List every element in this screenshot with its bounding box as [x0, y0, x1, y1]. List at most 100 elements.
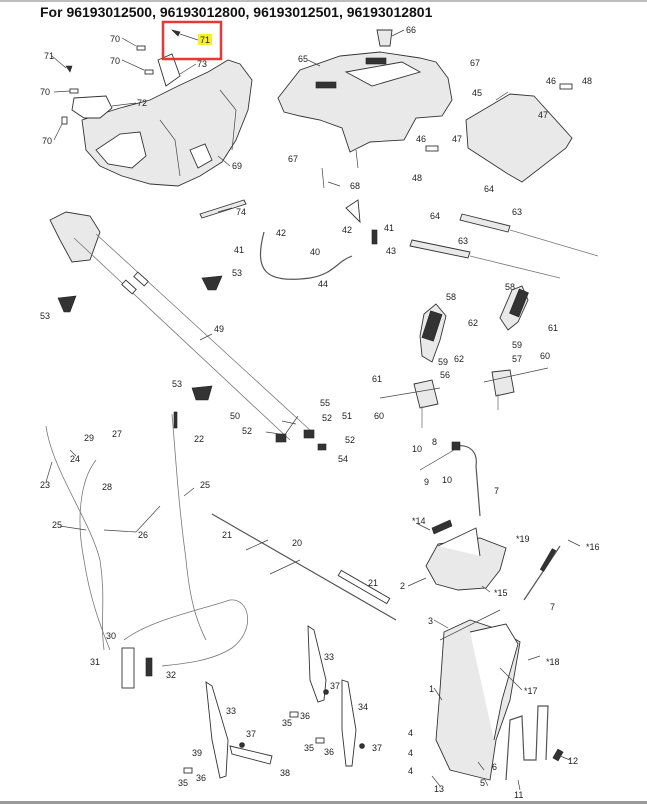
label-53[interactable]: 53: [172, 379, 182, 389]
label-58[interactable]: 58: [505, 282, 515, 292]
part-49-control-rod[interactable]: [49, 211, 311, 441]
label-70[interactable]: 70: [110, 56, 120, 66]
label-57[interactable]: 57: [512, 354, 522, 364]
label-46[interactable]: 46: [416, 134, 426, 144]
part-23-cable[interactable]: [45, 425, 105, 651]
part-45-cover[interactable]: [465, 93, 573, 183]
part-42-43-spring[interactable]: [345, 199, 378, 245]
label-60[interactable]: 60: [374, 411, 384, 421]
label-62[interactable]: 62: [468, 318, 478, 328]
part-38-bar[interactable]: [229, 745, 273, 765]
part-71-clip-highlighted[interactable]: [171, 29, 199, 41]
label-33[interactable]: 33: [226, 706, 236, 716]
label-66[interactable]: 66: [406, 25, 416, 35]
label-1[interactable]: 1: [429, 684, 434, 694]
label-21[interactable]: 21: [222, 530, 232, 540]
label-20[interactable]: 20: [292, 538, 302, 548]
label-6[interactable]: 6: [492, 762, 497, 772]
label-52[interactable]: 52: [322, 413, 332, 423]
part-57-lever-base[interactable]: [483, 367, 549, 410]
part-65-dash-housing[interactable]: [277, 51, 453, 153]
label-55[interactable]: 55: [320, 398, 330, 408]
label-71-highlighted[interactable]: 71: [200, 35, 210, 45]
label-12[interactable]: 12: [568, 756, 578, 766]
part-24-cable[interactable]: [79, 459, 111, 651]
label-35[interactable]: 35: [282, 718, 292, 728]
label-47[interactable]: 47: [538, 110, 548, 120]
part-33-bracket-right[interactable]: [307, 625, 327, 703]
label-40[interactable]: 40: [310, 247, 320, 257]
label-30[interactable]: 30: [106, 631, 116, 641]
label-2[interactable]: 2: [400, 581, 405, 591]
label-37[interactable]: 37: [246, 729, 256, 739]
part-53-brackets[interactable]: [57, 275, 223, 401]
label-36[interactable]: 36: [324, 747, 334, 757]
label-48[interactable]: 48: [412, 173, 422, 183]
part-2-chute-deflector[interactable]: [425, 519, 507, 591]
part-72-bracket[interactable]: [71, 95, 113, 119]
label-7[interactable]: 7: [550, 602, 555, 612]
label-52[interactable]: 52: [242, 426, 252, 436]
part-66-switch[interactable]: [376, 29, 393, 47]
label-38[interactable]: 38: [280, 768, 290, 778]
part-35-37-bolts[interactable]: [183, 689, 365, 774]
label-11[interactable]: 11: [514, 790, 523, 800]
label-36[interactable]: 36: [196, 773, 206, 783]
part-63-cable-upper[interactable]: [459, 213, 599, 257]
label-64[interactable]: 64: [484, 184, 494, 194]
label-34[interactable]: 34: [358, 702, 368, 712]
label-35[interactable]: 35: [178, 778, 188, 788]
label-74[interactable]: 74: [236, 207, 246, 217]
label-24[interactable]: 24: [70, 454, 80, 464]
label-45[interactable]: 45: [472, 88, 482, 98]
label-60[interactable]: 60: [540, 351, 550, 361]
label-4[interactable]: 4: [408, 728, 413, 738]
part-40-cable[interactable]: [260, 231, 353, 280]
label-8[interactable]: 8: [432, 437, 437, 447]
part-12-knob[interactable]: [552, 748, 564, 762]
part-32-spring[interactable]: [145, 657, 153, 677]
label-72[interactable]: 72: [137, 98, 147, 108]
label-7[interactable]: 7: [494, 486, 499, 496]
part-30-plate[interactable]: [121, 647, 135, 689]
label-58[interactable]: 58: [446, 292, 456, 302]
label-63[interactable]: 63: [458, 236, 468, 246]
label-47[interactable]: 47: [452, 134, 462, 144]
label-31[interactable]: 31: [90, 657, 100, 667]
label-13[interactable]: 13: [434, 784, 444, 794]
label-10[interactable]: 10: [412, 444, 422, 454]
part-74-strip[interactable]: [199, 199, 247, 219]
label-37[interactable]: 37: [330, 681, 340, 691]
part-33-bracket-left[interactable]: [205, 681, 229, 779]
part-7-chute-rod[interactable]: [523, 545, 561, 601]
label-51[interactable]: 51: [342, 411, 352, 421]
label-70[interactable]: 70: [40, 87, 50, 97]
part-1-chute[interactable]: [435, 609, 521, 781]
label-44[interactable]: 44: [318, 279, 328, 289]
label-53[interactable]: 53: [40, 311, 50, 321]
label-53[interactable]: 53: [232, 268, 242, 278]
label-62[interactable]: 62: [454, 354, 464, 364]
label-18[interactable]: *18: [546, 657, 560, 667]
label-52[interactable]: 52: [345, 435, 355, 445]
label-25[interactable]: 25: [52, 520, 62, 530]
part-58-lever-left[interactable]: [419, 303, 447, 363]
label-5[interactable]: 5: [480, 778, 485, 788]
part-58-lever-right[interactable]: [499, 285, 529, 331]
label-17[interactable]: *17: [524, 686, 538, 696]
part-20-wiring-harness[interactable]: [211, 513, 397, 621]
label-71[interactable]: 71: [44, 51, 54, 61]
part-long-loop-cable[interactable]: [123, 599, 248, 667]
label-70[interactable]: 70: [110, 34, 120, 44]
label-59[interactable]: 59: [512, 340, 522, 350]
part-34-bracket[interactable]: [341, 679, 357, 767]
part-7-crank-rod[interactable]: [419, 441, 481, 517]
part-56-lever-base[interactable]: [379, 379, 441, 428]
label-49[interactable]: 49: [214, 324, 224, 334]
part-52-54-fittings[interactable]: [275, 429, 327, 451]
label-43[interactable]: 43: [386, 246, 396, 256]
label-27[interactable]: 27: [112, 429, 122, 439]
label-50[interactable]: 50: [230, 411, 240, 421]
label-73[interactable]: 73: [197, 59, 207, 69]
label-37[interactable]: 37: [372, 743, 382, 753]
